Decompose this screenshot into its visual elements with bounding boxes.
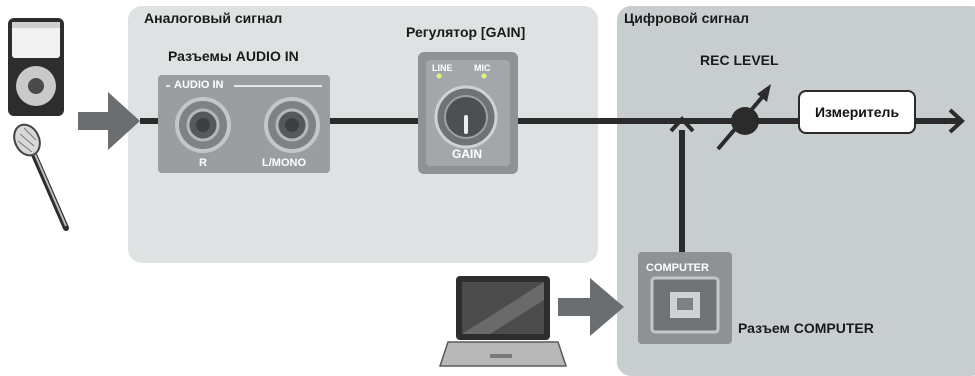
- gain-knob-panel: [418, 52, 518, 174]
- jack-l-mono-label: L/MONO: [262, 157, 306, 169]
- merge-arrow-icon: [669, 116, 695, 133]
- computer-port-label: Разъем COMPUTER: [738, 320, 874, 336]
- computer-port-panel: [638, 252, 732, 344]
- digital-signal-label: Цифровой сигнал: [624, 10, 750, 26]
- arrow-icon: [558, 278, 624, 336]
- audio-player-icon: [8, 18, 64, 116]
- output-arrow-icon: [948, 108, 965, 134]
- laptop-icon: [438, 276, 568, 367]
- microphone-icon: [13, 123, 69, 231]
- meter-box: Измеритель: [798, 90, 916, 134]
- audio-in-panel-label: AUDIO IN: [174, 79, 224, 91]
- arrow-icon: [78, 92, 140, 150]
- computer-panel-label: COMPUTER: [646, 262, 709, 274]
- jack-r-label: R: [199, 157, 207, 169]
- variable-resistor-icon: [716, 84, 771, 151]
- audio-in-panel: [158, 75, 330, 173]
- meter-label: Измеритель: [814, 104, 900, 120]
- gain-knob-label: Регулятор [GAIN]: [406, 24, 526, 40]
- gain-label: GAIN: [452, 147, 482, 161]
- audio-in-jacks-label: Разъемы AUDIO IN: [168, 48, 299, 64]
- gain-mic-label: MIC: [474, 63, 491, 73]
- analog-signal-label: Аналоговый сигнал: [144, 10, 283, 26]
- rec-level-label: REC LEVEL: [700, 52, 779, 68]
- gain-line-label: LINE: [432, 63, 453, 73]
